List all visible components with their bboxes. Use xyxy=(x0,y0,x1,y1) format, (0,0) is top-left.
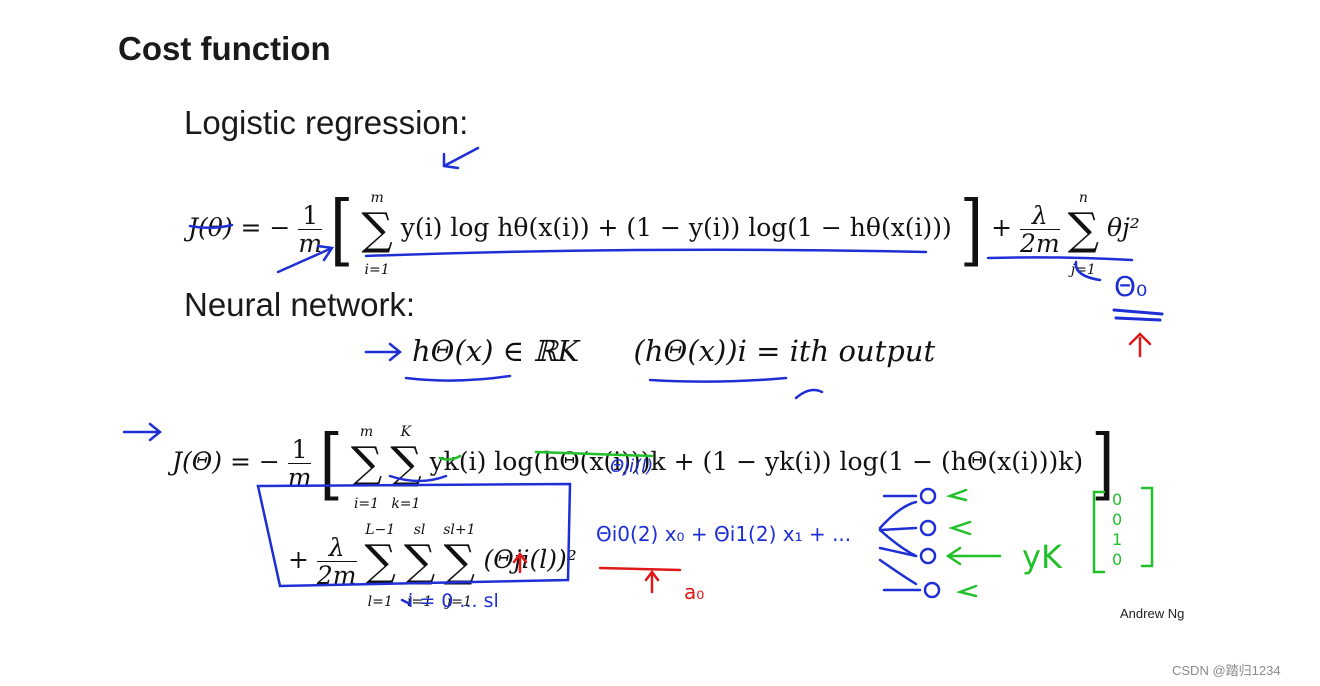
underline-sum-k xyxy=(388,474,448,483)
neural-sum-i: m ∑ i=1 xyxy=(350,424,383,512)
logistic-reg-frac: λ 2m xyxy=(1020,200,1060,258)
regularization-term: + λ 2m L−1 ∑ l=1 sl ∑ i=1 sl+1 ∑ j=1 (Θj… xyxy=(288,512,577,611)
y-k-annotation: yK xyxy=(1022,538,1062,576)
i-range-annotation: i = 0 ... sl xyxy=(408,590,499,612)
attribution: Andrew Ng xyxy=(1120,606,1185,621)
underline-logistic-sum xyxy=(364,248,928,258)
right-bracket: ] xyxy=(1091,418,1115,509)
arrow-h-theta xyxy=(364,342,403,362)
y-vector: 0 0 1 0 xyxy=(1112,490,1123,569)
underline-logistic-reg xyxy=(986,256,1134,262)
arrow-ith xyxy=(794,388,824,400)
vector-bracket-right xyxy=(1140,486,1154,568)
arrow-neural xyxy=(122,422,163,442)
reg-term: (Θji(l))² xyxy=(483,545,577,574)
arrow-theta0 xyxy=(1128,332,1152,358)
neural-network-heading: Neural network: xyxy=(184,286,416,323)
csdn-watermark: CSDN @踏归1234 xyxy=(1172,663,1281,678)
ith-output: (hΘ(x))i = ith output xyxy=(633,334,936,368)
curve-to-theta0 xyxy=(1074,260,1102,282)
theta-sum-annotation: Θi0(2) x₀ + Θi1(2) x₁ + ... xyxy=(596,522,852,546)
theta-zero-annotation: Θ₀ xyxy=(1114,270,1148,303)
underline-h-theta xyxy=(404,374,512,382)
arrow-to-frac xyxy=(276,244,335,274)
underline-theta-x0 xyxy=(598,566,682,572)
underline-ith xyxy=(648,376,788,383)
arrow-logistic-top xyxy=(442,146,480,170)
vector-bracket-left xyxy=(1092,490,1106,574)
underline-yk xyxy=(438,454,462,461)
right-bracket: ] xyxy=(959,184,984,275)
arrow-reg-index xyxy=(512,551,528,574)
neural-lhs: J(Θ) = − xyxy=(172,447,280,476)
logistic-regression-heading: Logistic regression: xyxy=(184,104,469,141)
i-range-dots xyxy=(400,598,412,606)
slide-title: Cost function xyxy=(118,30,331,67)
logistic-reg-term: θj² xyxy=(1107,213,1140,242)
logistic-body: y(i) log hθ(x(i)) + (1 − y(i)) log(1 − h… xyxy=(400,213,952,242)
h-theta-in-rk: hΘ(x) ∈ ℝK xyxy=(412,334,580,368)
left-bracket: [ xyxy=(330,184,354,275)
reg-sum-l: L−1 ∑ l=1 xyxy=(364,522,396,610)
neural-frac: 1 m xyxy=(287,434,312,492)
underline-log-h xyxy=(534,450,654,458)
reg-sum-j: sl+1 ∑ j=1 xyxy=(443,522,476,610)
logistic-sum: m ∑ i=1 xyxy=(361,190,393,278)
network-sketch xyxy=(878,487,941,599)
a-zero-annotation: a₀ xyxy=(684,580,705,604)
network-output-equation: hΘ(x) ∈ ℝK (hΘ(x))i = ith output xyxy=(412,334,935,368)
underline-j-theta xyxy=(188,223,234,229)
logistic-frac: 1 m xyxy=(298,200,323,258)
reg-sum-i: sl ∑ i=1 xyxy=(403,522,436,610)
box-regularization xyxy=(256,482,572,588)
theta-ji-annotation: Θji(l) xyxy=(610,456,654,477)
arrow-a0 xyxy=(644,569,660,594)
